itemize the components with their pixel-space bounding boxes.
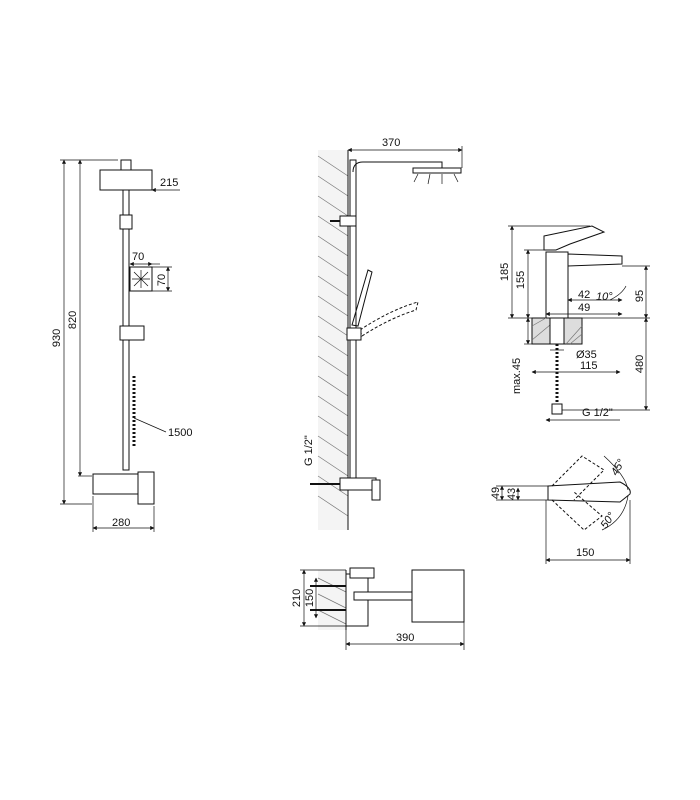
dim-820: 820 <box>67 311 79 329</box>
dim-185: 185 <box>499 263 511 281</box>
side-mixer-lever <box>371 479 381 501</box>
wall-hatch <box>317 155 349 517</box>
dim-280: 280 <box>112 517 130 529</box>
side-hand-shower <box>351 269 373 327</box>
top-shower-head <box>411 569 465 623</box>
side-slider <box>346 327 362 341</box>
rain-shower-head <box>99 169 153 191</box>
dim-210: 210 <box>291 589 303 607</box>
basin-mixer-top: 45° 50° 49 43 150 <box>490 455 631 564</box>
dim-42: 42 <box>578 289 590 301</box>
dim-top-43: 43 <box>506 488 518 500</box>
dim-top-49: 49 <box>490 487 502 499</box>
basin-lever <box>543 225 606 251</box>
shower-arm <box>352 161 443 173</box>
lever-rotation-open <box>551 455 605 501</box>
basin-spout <box>567 253 623 267</box>
dim-d35: Ø35 <box>576 349 597 361</box>
top-mixer-lever <box>349 567 375 579</box>
dim-49: 49 <box>578 302 590 314</box>
side-hand-shower-tilted <box>359 301 419 337</box>
dim-95: 95 <box>634 290 646 302</box>
dim-215: 215 <box>160 177 178 189</box>
side-mixer <box>339 477 377 491</box>
dim-390: 390 <box>396 632 414 644</box>
dim-480: 480 <box>634 355 646 373</box>
basin-thread: G 1/2" <box>582 407 613 419</box>
dim-angle-10: 10° <box>596 291 613 303</box>
dim-370: 370 <box>382 137 400 149</box>
dim-150: 150 <box>304 589 316 607</box>
dim-hand-width: 70 <box>132 251 144 263</box>
side-shower-head <box>412 167 462 174</box>
basin-mixer-side: 185 155 42 10° 49 95 Ø35 115 max.45 480 <box>499 225 650 423</box>
basin-top-body <box>547 481 631 503</box>
rail-joint <box>119 214 133 230</box>
supply-connector <box>551 403 563 415</box>
dim-top-150: 150 <box>576 547 594 559</box>
dim-max45: max.45 <box>511 358 523 394</box>
front-view: 930 820 215 70 70 1500 280 <box>51 159 192 532</box>
basin-mixer-body <box>545 251 569 319</box>
head-connector <box>120 159 132 171</box>
mixer-handle <box>137 471 155 505</box>
mount-shank <box>549 317 565 345</box>
dim-hand-height: 70 <box>156 274 168 286</box>
side-view: 370 G 1/2" <box>303 137 463 530</box>
lever-rotation-closed <box>551 491 603 531</box>
dim-115: 115 <box>580 360 598 372</box>
side-thread: G 1/2" <box>303 435 315 466</box>
dim-930: 930 <box>51 329 63 347</box>
wall <box>318 150 348 530</box>
wall-bracket <box>339 215 357 227</box>
dim-angle-45: 45° <box>609 457 628 478</box>
top-view: 210 150 390 <box>291 567 465 650</box>
dim-angle-50: 50° <box>598 510 618 531</box>
dim-155: 155 <box>515 271 527 289</box>
dim-1500: 1500 <box>168 427 192 439</box>
hand-shower-slider <box>119 325 145 341</box>
